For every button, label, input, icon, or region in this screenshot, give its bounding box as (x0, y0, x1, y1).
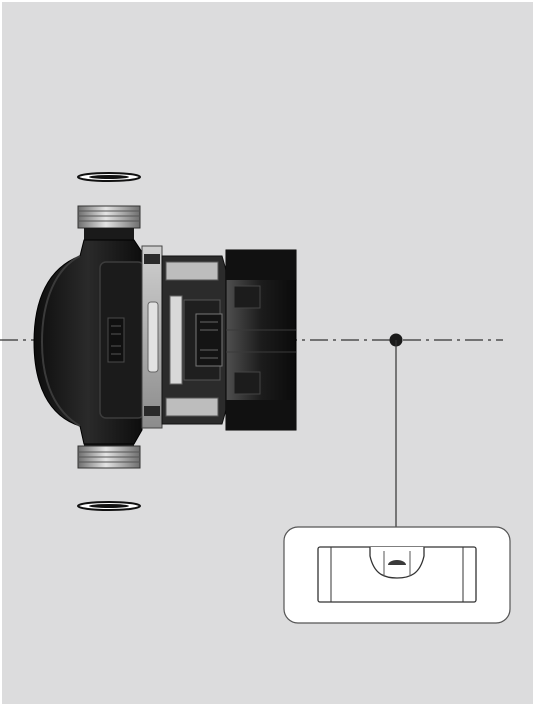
pump-icon (33, 205, 297, 469)
adapter-section (161, 255, 227, 425)
spirit-level-callout (283, 526, 511, 624)
motor-block (225, 249, 297, 431)
flange-ring (141, 245, 163, 429)
bottom-thread-connector (77, 438, 141, 469)
bottom-gasket-icon (77, 501, 141, 511)
top-thread-connector (77, 205, 141, 242)
spirit-level-icon (317, 546, 477, 603)
top-gasket-icon (77, 172, 141, 182)
level-bubble (388, 560, 406, 565)
